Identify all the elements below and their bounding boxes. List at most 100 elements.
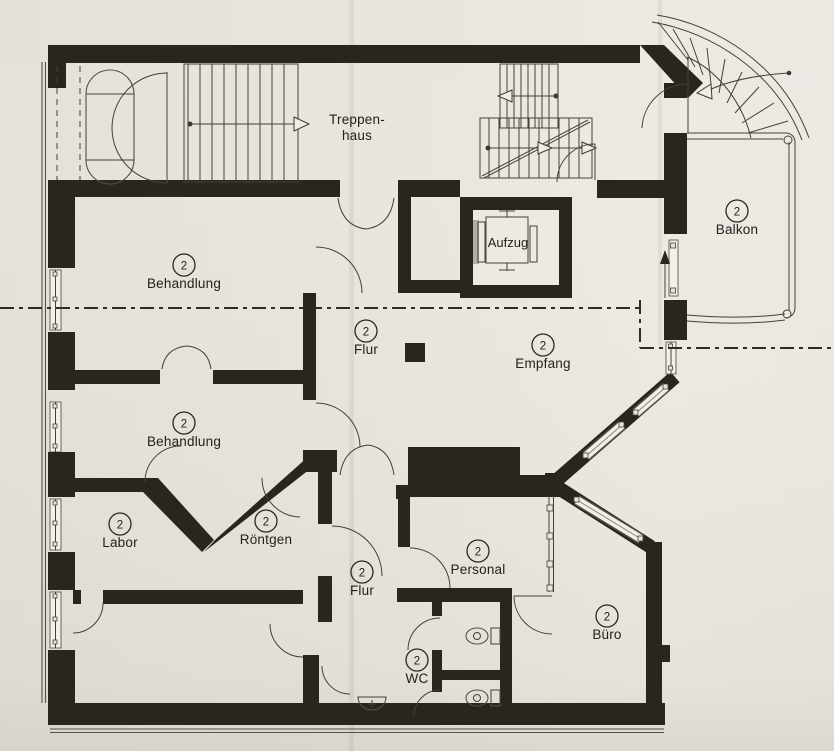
elevator bbox=[473, 210, 559, 285]
paper-fold-right bbox=[658, 0, 662, 345]
stair-direction-arrow bbox=[695, 83, 713, 100]
wall-segment bbox=[397, 588, 512, 602]
wall-segment bbox=[48, 183, 75, 268]
unit-number: 2 bbox=[181, 261, 187, 273]
door-arc bbox=[72, 602, 104, 634]
unit-number: 2 bbox=[475, 547, 481, 559]
balcony-door bbox=[660, 239, 679, 298]
wall-segment bbox=[460, 285, 572, 298]
door-arc bbox=[407, 617, 441, 651]
unit-badge bbox=[172, 411, 196, 435]
wall-segment bbox=[204, 455, 310, 552]
unit-number: 2 bbox=[359, 568, 365, 580]
bay-windows bbox=[552, 371, 680, 553]
wall-segment bbox=[408, 447, 520, 497]
wall-segment bbox=[432, 670, 512, 680]
door-arc bbox=[339, 444, 369, 476]
wall-segment bbox=[398, 280, 460, 293]
aufzug-label: Aufzug bbox=[488, 235, 528, 250]
wall-segment bbox=[664, 133, 687, 234]
unit-badge bbox=[531, 333, 555, 357]
unit-badge bbox=[725, 199, 749, 223]
sink bbox=[357, 696, 387, 711]
glass-partition bbox=[546, 495, 554, 592]
wall-segment bbox=[646, 542, 662, 718]
room-label-buero: 2 Büro bbox=[592, 604, 621, 642]
window bbox=[49, 591, 62, 649]
room-name: Röntgen bbox=[240, 532, 292, 547]
room-label-behandlung-upper: 2 Behandlung bbox=[147, 253, 221, 291]
room-label-wc: 2 WC bbox=[405, 648, 429, 686]
wall-segment bbox=[640, 45, 703, 98]
wall-segment bbox=[559, 197, 572, 298]
elevator-shaft-floor bbox=[473, 210, 559, 285]
wall-segment bbox=[396, 485, 410, 499]
door-arc bbox=[413, 689, 441, 717]
toilet bbox=[465, 627, 501, 645]
unit-badge bbox=[466, 539, 490, 563]
room-label-balkon: 2 Balkon bbox=[716, 199, 758, 237]
wall-segment bbox=[48, 703, 665, 725]
door-arc bbox=[269, 623, 304, 658]
unit-badge bbox=[405, 648, 429, 672]
room-label-empfang: 2 Empfang bbox=[515, 333, 571, 371]
section-line-right bbox=[639, 300, 834, 349]
room-label-roentgen: 2 Röntgen bbox=[240, 509, 292, 547]
railing-post bbox=[783, 135, 793, 145]
door-arc bbox=[161, 345, 188, 370]
entrance-stairs bbox=[183, 63, 311, 183]
door-arc bbox=[641, 83, 688, 129]
wc-fixtures bbox=[357, 627, 501, 711]
door-arc bbox=[261, 477, 301, 518]
stair-break-line bbox=[483, 121, 591, 179]
stair-direction-arrow bbox=[293, 116, 311, 132]
curved-stair bbox=[651, 14, 810, 141]
railing-post bbox=[782, 309, 792, 319]
wall-segment bbox=[500, 588, 512, 718]
window bbox=[632, 382, 670, 418]
room-name: Labor bbox=[102, 535, 138, 550]
elevator-rail bbox=[477, 221, 486, 263]
wall-segment bbox=[48, 650, 75, 705]
wall-segment bbox=[664, 300, 687, 340]
doors bbox=[72, 83, 688, 717]
wall-segment bbox=[597, 180, 664, 198]
wall-segment bbox=[73, 590, 81, 604]
unit-number: 2 bbox=[263, 517, 269, 529]
wall-segment bbox=[398, 197, 411, 293]
wall-segment bbox=[660, 645, 670, 662]
wall-segment bbox=[48, 552, 75, 590]
unit-badge bbox=[254, 509, 278, 533]
wall-segment bbox=[664, 83, 687, 98]
window bbox=[49, 401, 62, 453]
room-name: Flur bbox=[354, 342, 378, 357]
room-labels: 2 Behandlung 2 Flur 2 Empfang 2 Balkon 2… bbox=[102, 112, 758, 686]
room-name: Balkon bbox=[716, 222, 758, 237]
door-arc bbox=[315, 246, 363, 294]
room-name: Behandlung bbox=[147, 276, 221, 291]
wall-segment bbox=[460, 197, 473, 298]
toilet bbox=[465, 689, 501, 707]
wall-segment bbox=[48, 45, 640, 63]
door-arc bbox=[331, 525, 383, 577]
room-label-personal: 2 Personal bbox=[451, 539, 506, 577]
wall-segment bbox=[318, 460, 332, 524]
room-label-flur-upper: 2 Flur bbox=[354, 319, 378, 357]
door-arc bbox=[111, 127, 168, 184]
unit-number: 2 bbox=[181, 419, 187, 431]
room-name: Personal bbox=[451, 562, 506, 577]
stair-direction-arrow bbox=[496, 89, 513, 103]
unit-number: 2 bbox=[734, 207, 740, 219]
stairwell bbox=[479, 63, 598, 179]
wall-segment bbox=[432, 680, 442, 692]
unit-number: 2 bbox=[363, 327, 369, 339]
wall-segment bbox=[318, 576, 332, 622]
window bbox=[573, 495, 644, 544]
bottom-facade bbox=[50, 728, 664, 734]
balcony-railing bbox=[686, 132, 796, 324]
room-name: WC bbox=[406, 671, 429, 686]
stair-direction-arrow bbox=[537, 141, 554, 155]
elevator-door bbox=[473, 220, 479, 264]
